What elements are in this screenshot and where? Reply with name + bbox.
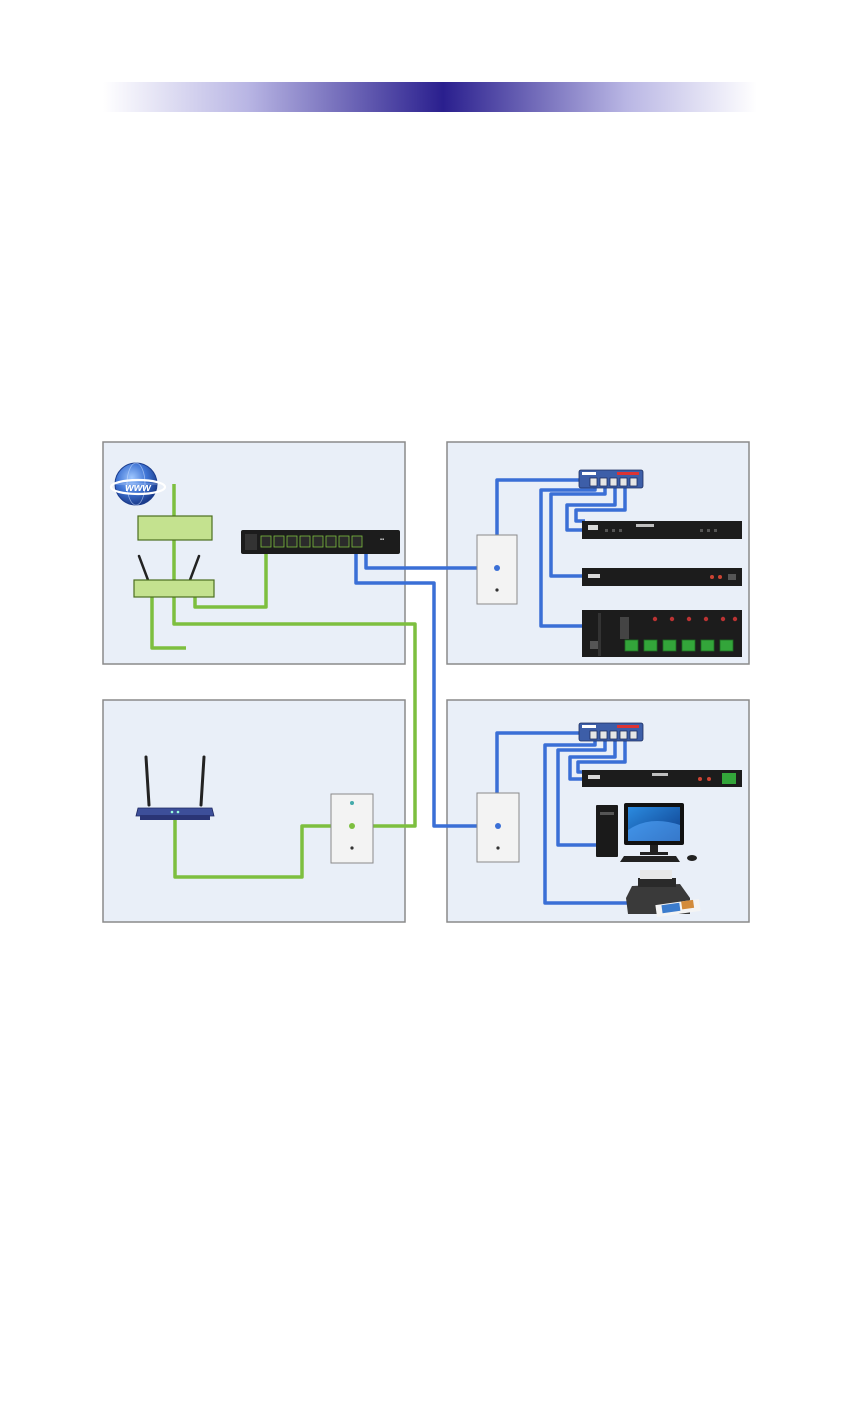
modem-box [138,516,212,540]
main-switch-port [300,536,310,547]
room-switch-port [610,478,617,486]
amplifier-output-terminal [682,640,695,651]
room-switch-port [610,731,617,739]
amplifier-output-terminal [625,640,638,651]
room-switch-port [630,731,637,739]
main-switch-port [274,536,284,547]
amplifier-output-terminal [663,640,676,651]
av-receiver [582,521,742,539]
av-tuner [582,568,742,586]
main-switch-port [352,536,362,547]
room-switch-port [600,731,607,739]
main-switch-port [313,536,323,547]
room-switch-port [590,478,597,486]
room-switch-port [630,478,637,486]
media-room-switch [579,470,643,488]
room-switch-port [600,478,607,486]
office-av-device [582,770,742,787]
room-switch-port [590,731,597,739]
switch-brand-glyph: ▪▪ [380,537,384,543]
main-network-switch: ▪▪ [241,530,400,554]
multi-zone-amplifier [582,610,742,657]
wall-plate-bedroom [331,794,373,863]
office-room-switch [579,723,643,741]
internet-globe-label: www [125,482,152,494]
amplifier-output-terminal [720,640,733,651]
room-switch-port [620,478,627,486]
main-switch-port [287,536,297,547]
room-switch-port [620,731,627,739]
amplifier-output-terminal [701,640,714,651]
main-switch-port [326,536,336,547]
wall-plate-media-room [477,535,517,604]
main-switch-port [261,536,271,547]
wall-plate-office [477,793,519,862]
main-switch-port [339,536,349,547]
amplifier-output-terminal [644,640,657,651]
